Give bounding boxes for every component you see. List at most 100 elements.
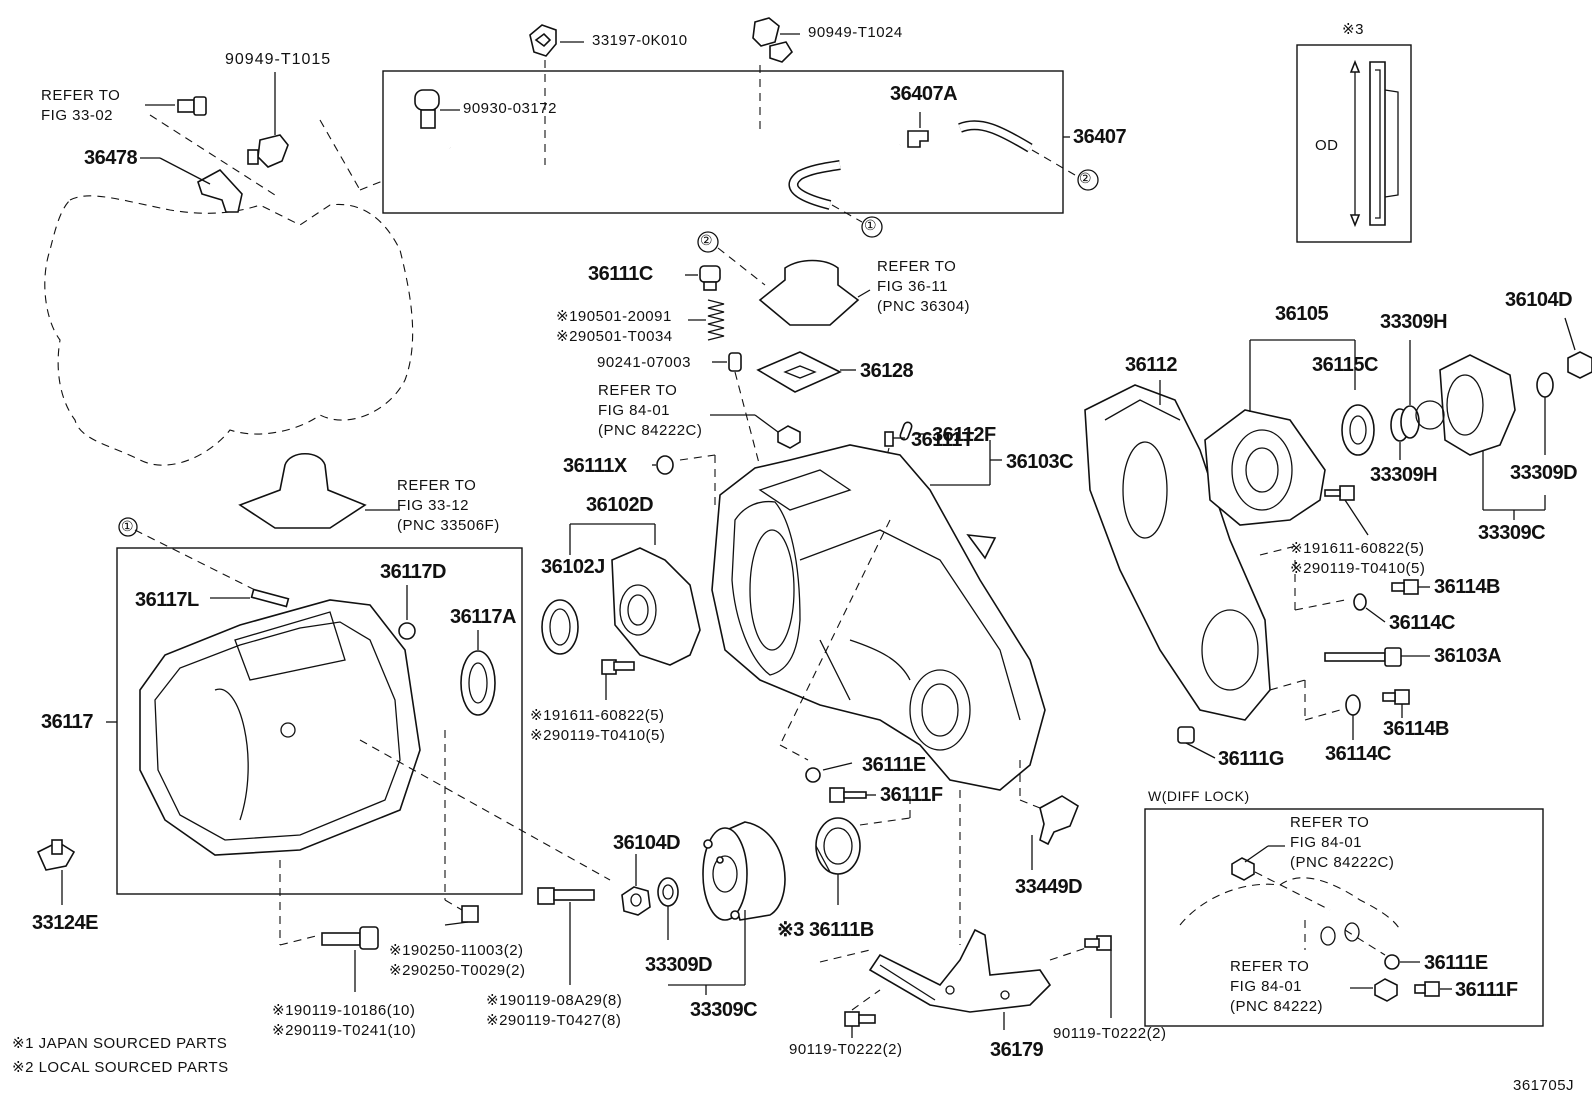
label-290119-T0410-b: ※290119-T0410(5) <box>1290 560 1426 577</box>
label-33309C-b: 33309C <box>1478 522 1546 544</box>
label-36179: 36179 <box>990 1039 1044 1061</box>
nut-36104D-a <box>621 886 651 916</box>
bolt-191611-60822-b <box>1324 485 1355 501</box>
label-290119-T0241: ※290119-T0241(10) <box>272 1022 417 1039</box>
label-33309C-a: 33309C <box>690 999 758 1021</box>
bolt-36111F-b <box>1414 981 1440 997</box>
pin-36117L <box>250 588 290 608</box>
label-36111T: 36111T <box>911 429 974 451</box>
label-refer-33-12: REFER TO FIG 33-12 (PNC 33506F) <box>397 477 500 534</box>
bolt-36103A <box>1324 647 1402 667</box>
oil-seal-36111B <box>815 817 861 875</box>
label-33197-0K010: 33197-0K010 <box>592 32 688 49</box>
label-290250-T0029: ※290250-T0029(2) <box>389 962 526 979</box>
label-refer-84-01-b: REFER TO FIG 84-01 (PNC 84222C) <box>1290 814 1395 871</box>
label-36407A: 36407A <box>890 83 958 105</box>
label-90949-T1024: 90949-T1024 <box>808 24 903 41</box>
label-90930-03172: 90930-03172 <box>463 100 557 117</box>
figure-number: 361705J <box>1513 1077 1575 1094</box>
label-191611-60822-a: ※191611-60822(5) <box>530 707 665 724</box>
label-191611-60822-b: ※191611-60822(5) <box>1290 540 1425 557</box>
pin-36111G <box>1177 726 1195 744</box>
extension-housing-36117 <box>139 599 421 856</box>
label-290119-T0427: ※290119-T0427(8) <box>486 1012 622 1029</box>
shift-boot <box>238 452 367 529</box>
bracket-36179 <box>868 928 1052 1013</box>
transmission-case-outline <box>44 195 414 466</box>
fitting-36407A <box>907 130 929 148</box>
label-36112: 36112 <box>1125 354 1178 376</box>
label-36111E-a: 36111E <box>862 754 926 776</box>
circle-1-b: ① <box>121 518 135 534</box>
label-36115C: 36115C <box>1312 354 1378 376</box>
flange-33309C-a <box>702 821 786 921</box>
shim-33309H <box>1390 405 1420 442</box>
flange-33309C-b <box>1415 354 1516 456</box>
seal-36102J <box>541 599 579 655</box>
retainer-36102D <box>611 547 701 666</box>
label-33309H-b: 33309H <box>1370 464 1438 486</box>
cover-36105 <box>1204 409 1326 526</box>
label-note-3: ※3 <box>1342 21 1364 38</box>
circle-2-b: ② <box>700 232 714 248</box>
label-36128: 36128 <box>860 360 914 382</box>
label-36114C-a: 36114C <box>1389 612 1455 634</box>
spring-190501-20091 <box>707 299 725 341</box>
bearing-36115C <box>1341 404 1375 456</box>
bolt-90119-T0222-a <box>844 1011 876 1027</box>
label-36114C-b: 36114C <box>1325 743 1391 765</box>
plug-36111E-a <box>805 767 821 783</box>
clip-90949-T1015 <box>247 134 289 168</box>
label-36117D: 36117D <box>380 561 446 583</box>
diff-lock-box <box>1144 808 1544 1027</box>
label-36478: 36478 <box>84 147 138 169</box>
bolt-36111F-a <box>829 787 867 803</box>
extension-housing-box <box>116 547 523 895</box>
label-33309D-b: 33309D <box>1510 462 1578 484</box>
oil-seal-od-detail <box>1369 61 1399 226</box>
plug-90930-03172 <box>414 89 440 129</box>
label-33309D-a: 33309D <box>645 954 713 976</box>
plug-36111C <box>699 265 721 291</box>
clip-33197-0K010 <box>529 24 557 57</box>
vent-36111T <box>884 431 894 447</box>
gasket-36114C-a <box>1353 593 1367 611</box>
bracket-36478 <box>197 168 243 213</box>
diff-lock-switch <box>1231 857 1255 881</box>
label-36117: 36117 <box>41 711 94 733</box>
label-190501-20091: ※190501-20091 <box>556 308 672 325</box>
label-33449D: 33449D <box>1015 876 1083 898</box>
label-36104D-b: 36104D <box>1505 289 1573 311</box>
label-36407: 36407 <box>1073 126 1127 148</box>
shift-cover <box>758 259 860 326</box>
seal-36117A <box>460 650 496 716</box>
clip-90949-T1024 <box>752 17 794 63</box>
label-36117L: 36117L <box>135 589 199 611</box>
breather-hose <box>449 133 901 187</box>
label-diff-lock: W(DIFF LOCK) <box>1148 788 1250 804</box>
label-36111X: 36111X <box>563 455 627 477</box>
label-refer-33-02: REFER TO FIG 33-02 <box>41 87 121 124</box>
label-36111F-a: 36111F <box>880 784 943 806</box>
washer-33309D-b <box>1536 372 1554 398</box>
ball-90241-07003 <box>728 352 742 372</box>
bolt-36114B-b <box>1382 689 1410 705</box>
label-36103A: 36103A <box>1434 645 1502 667</box>
washer-33309D-a <box>657 877 679 907</box>
label-refer-84-01-c: REFER TO FIG 84-01 (PNC 84222) <box>1230 958 1324 1015</box>
bolt-191611-60822-a <box>601 659 635 675</box>
transfer-case-36103C <box>711 444 1046 791</box>
dowel-190250-11003 <box>461 905 479 923</box>
plug-36111E-b <box>1384 954 1400 970</box>
label-290501-T0034: ※290501-T0034 <box>556 328 673 345</box>
label-36104D-a: 36104D <box>613 832 681 854</box>
bracket-33449D <box>1039 795 1079 846</box>
plug-36117D <box>398 622 416 640</box>
switch-84222C-a <box>777 425 801 449</box>
bolt-190119-08A29 <box>537 887 595 905</box>
sensor-33124E <box>36 839 76 871</box>
cover-36128 <box>756 351 842 393</box>
label-36117A: 36117A <box>450 606 516 628</box>
